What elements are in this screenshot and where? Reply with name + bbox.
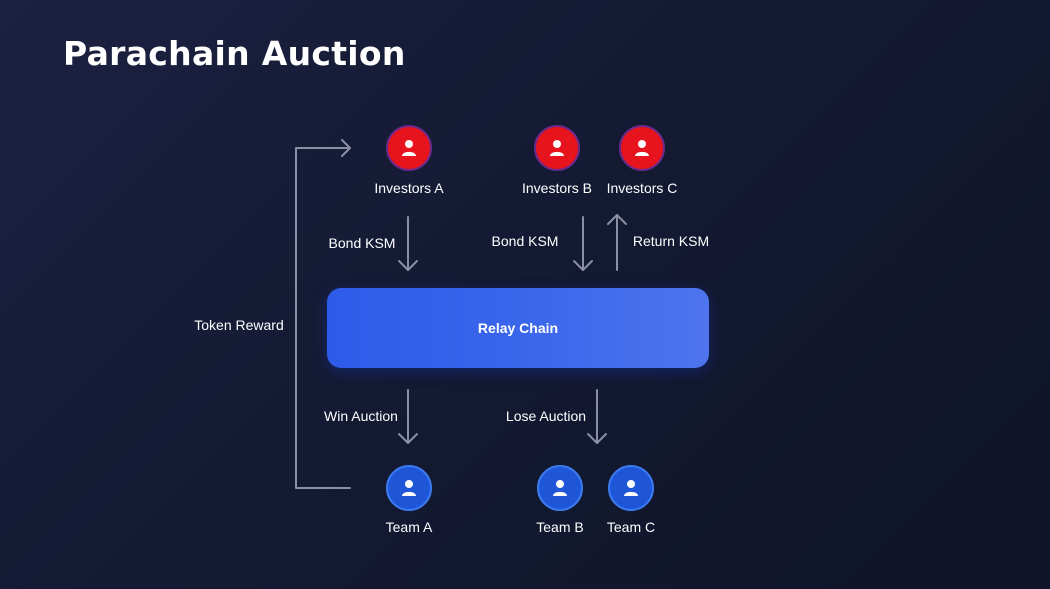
team-c-avatar (608, 465, 654, 511)
investor-c-avatar (619, 125, 665, 171)
person-icon (550, 140, 564, 156)
arrow-token-reward (295, 139, 351, 489)
person-icon (635, 140, 649, 156)
bond-ksm-a-label: Bond KSM (328, 235, 396, 251)
arrow-bond-b (573, 216, 593, 271)
token-reward-label: Token Reward (194, 317, 284, 333)
person-icon (624, 480, 638, 496)
investor-a-label: Investors A (374, 180, 444, 196)
investor-c-label: Investors C (606, 180, 678, 196)
investor-a-avatar (386, 125, 432, 171)
lose-auction-label: Lose Auction (505, 408, 587, 424)
team-a-avatar (386, 465, 432, 511)
arrow-lose (587, 389, 607, 444)
relay-chain-box: Relay Chain (327, 288, 709, 368)
arrow-bond-a (398, 216, 418, 271)
page-title: Parachain Auction (63, 34, 406, 73)
team-c-label: Team C (606, 519, 656, 535)
team-b-label: Team B (536, 519, 584, 535)
team-b-avatar (537, 465, 583, 511)
return-ksm-label: Return KSM (632, 233, 710, 249)
person-icon (402, 140, 416, 156)
win-auction-label: Win Auction (324, 408, 398, 424)
arrow-win (398, 389, 418, 444)
investor-b-label: Investors B (521, 180, 593, 196)
arrow-return-c (607, 214, 627, 271)
bond-ksm-b-label: Bond KSM (491, 233, 559, 249)
relay-chain-label: Relay Chain (477, 320, 559, 336)
investor-b-avatar (534, 125, 580, 171)
person-icon (402, 480, 416, 496)
team-a-label: Team A (385, 519, 433, 535)
person-icon (553, 480, 567, 496)
